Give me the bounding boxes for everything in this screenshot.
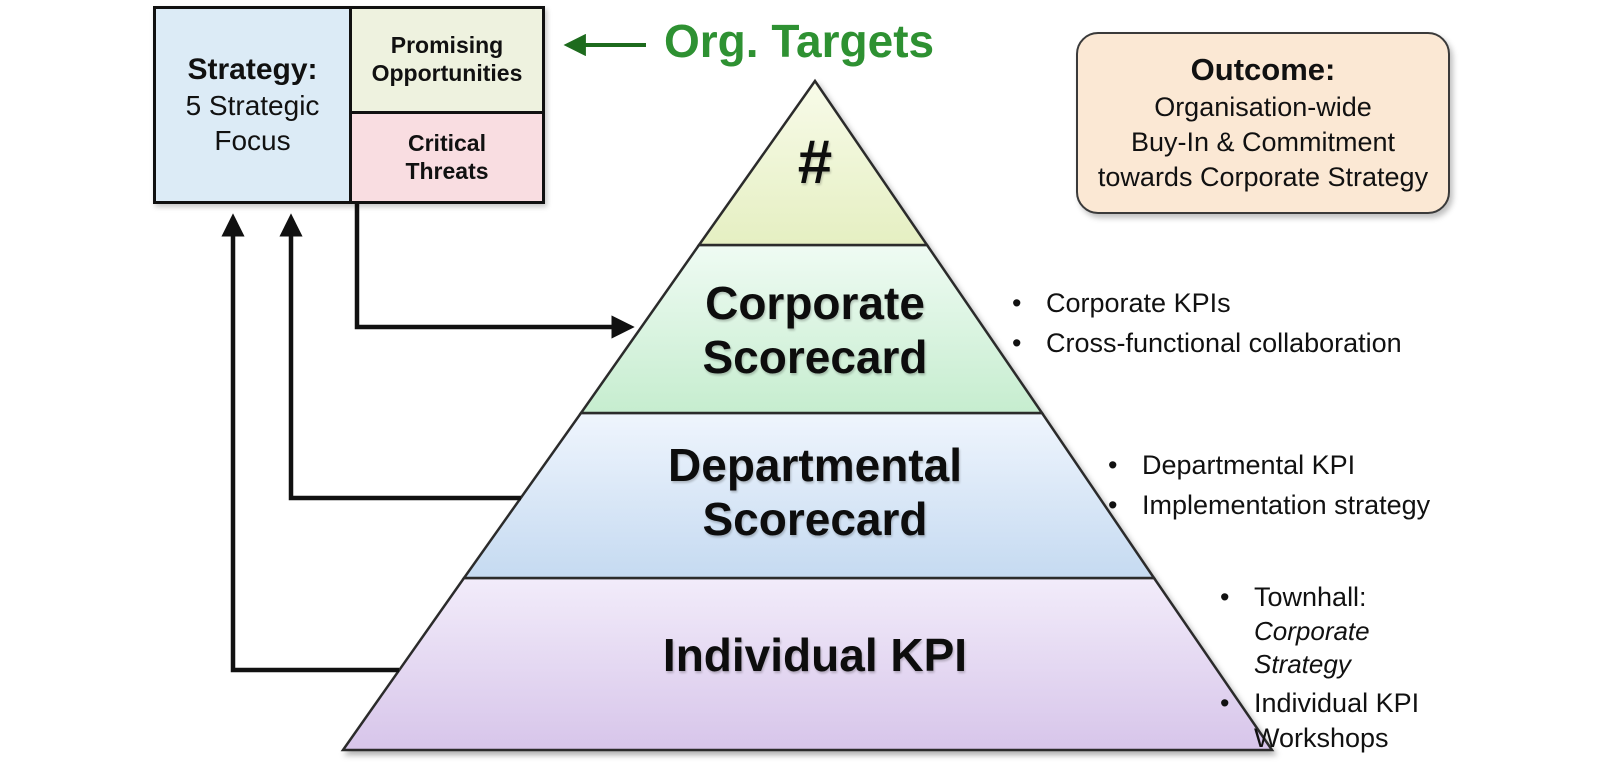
pyramid-top-label: # <box>797 128 833 197</box>
bullet-icon: • <box>1220 688 1230 719</box>
arrow-individual-kpi-to-strategy <box>221 213 399 673</box>
bullet-icon: • <box>1012 327 1022 358</box>
critical-threats-cell: Critical Threats <box>352 114 542 201</box>
outcome-line-1: Organisation-wide <box>1154 91 1372 122</box>
outcome-line-3: towards Corporate Strategy <box>1097 161 1429 192</box>
strategy-subtitle: 5 Strategic Focus <box>185 90 320 156</box>
corporate-annotations: • Corporate KPIs • Cross-functional coll… <box>1012 286 1402 360</box>
departmental-annotations: • Departmental KPI • Implementation stra… <box>1108 448 1430 522</box>
corporate-annotation-1: Corporate KPIs <box>1046 288 1231 318</box>
pyramid <box>340 78 1275 752</box>
strategy-box: Strategy: 5 Strategic Focus Promising Op… <box>153 6 545 204</box>
townhall-sub-label: Corporate Strategy <box>1254 615 1370 679</box>
promising-opportunities-cell: Promising Opportunities <box>352 9 542 114</box>
pyramid-level-top-shape <box>696 78 930 247</box>
strategy-cell: Strategy: 5 Strategic Focus <box>156 9 349 201</box>
individual-annotation-1: Townhall: Corporate Strategy <box>1254 580 1459 681</box>
arrow-departmental-scorecard-to-strategy <box>279 213 521 501</box>
connectors <box>221 33 646 673</box>
list-item: • Departmental KPI <box>1108 448 1430 483</box>
strategy-swot-column: Promising Opportunities Critical Threats <box>349 9 542 201</box>
strategy-title: Strategy: <box>187 53 318 86</box>
bullet-icon: • <box>1012 288 1022 318</box>
corporate-annotation-2: Cross-functional collaboration <box>1046 327 1402 358</box>
arrow-strategy-to-corporate-scorecard <box>354 204 635 339</box>
outcome-line-2: Buy-In & Commitment <box>1130 126 1396 157</box>
bullet-icon: • <box>1220 582 1230 612</box>
list-item: • Individual KPI Workshops <box>1220 686 1459 755</box>
list-item: • Implementation strategy <box>1108 488 1430 523</box>
outcome-title: Outcome: <box>1190 51 1336 87</box>
org-targets-label: Org. Targets <box>664 15 935 67</box>
pyramid-corporate-scorecard-label: Corporate Scorecard <box>702 277 928 384</box>
townhall-label: Townhall: <box>1254 582 1367 612</box>
outcome-box: Outcome: Organisation-wide Buy-In & Comm… <box>1076 32 1450 214</box>
individual-annotation-2: Individual KPI Workshops <box>1254 688 1420 753</box>
bullet-icon: • <box>1108 450 1118 480</box>
individual-annotations: • Townhall: Corporate Strategy • Individ… <box>1220 580 1459 755</box>
promising-opportunities-label: Promising Opportunities <box>371 32 523 86</box>
list-item: • Corporate KPIs <box>1012 286 1402 321</box>
bullet-icon: • <box>1108 489 1118 520</box>
departmental-annotation-1: Departmental KPI <box>1142 450 1356 480</box>
critical-threats-label: Critical Threats <box>405 129 489 184</box>
departmental-annotation-2: Implementation strategy <box>1142 489 1431 520</box>
list-item: • Cross-functional collaboration <box>1012 326 1402 361</box>
pyramid-departmental-scorecard-label: Departmental Scorecard <box>668 439 962 546</box>
list-item: • Townhall: Corporate Strategy <box>1220 580 1459 681</box>
pyramid-individual-kpi-label: Individual KPI <box>662 629 968 681</box>
